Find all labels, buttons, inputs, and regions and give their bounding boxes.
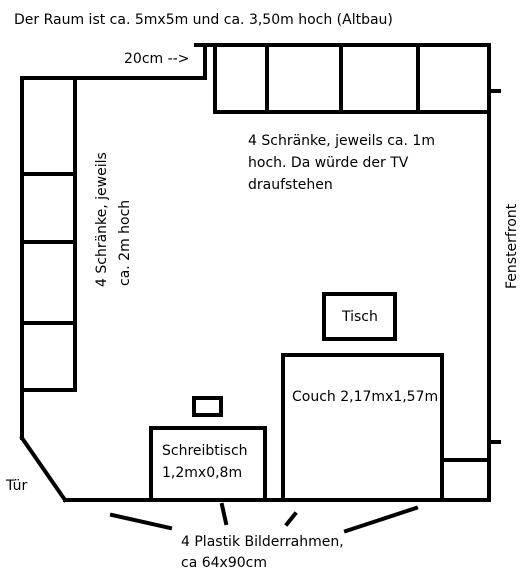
table-label: Tisch	[342, 309, 378, 325]
desk-chair	[192, 396, 223, 417]
top-cabinets-label-line-3: draufstehen	[248, 177, 333, 193]
window-front-label: Fensterfront	[504, 203, 520, 289]
frames-label-line-1: 4 Plastik Bilderrahmen,	[181, 534, 344, 550]
couch-outline	[281, 353, 444, 502]
desk-label-line-2: 1,2mx0,8m	[162, 465, 243, 481]
top-cabinets-label-line-1: 4 Schränke, jeweils ca. 1m	[248, 133, 435, 149]
left-cabinets-label-line-2: ca. 2m hoch	[117, 199, 133, 286]
desk-outline	[149, 426, 267, 502]
picture-frame-4	[343, 505, 419, 534]
picture-frame-3	[284, 511, 298, 527]
table-outline	[322, 292, 397, 341]
couch-label: Couch 2,17mx1,57m	[292, 389, 439, 405]
picture-frame-1	[109, 512, 173, 531]
frames-label-line-2: ca 64x90cm	[181, 555, 267, 571]
door-diagonal	[19, 435, 68, 503]
gap-note-label: 20cm -->	[124, 51, 190, 67]
picture-frame-2	[219, 502, 229, 526]
room-info-label: Der Raum ist ca. 5mx5m und ca. 3,50m hoc…	[14, 12, 393, 28]
top-cabinets-label-line-2: hoch. Da würde der TV	[248, 155, 409, 171]
left-cabinets-label-line-1: 4 Schränke, jeweils	[94, 152, 110, 287]
desk-label-line-1: Schreibtisch	[162, 443, 248, 459]
door-label: Tür	[6, 478, 28, 494]
